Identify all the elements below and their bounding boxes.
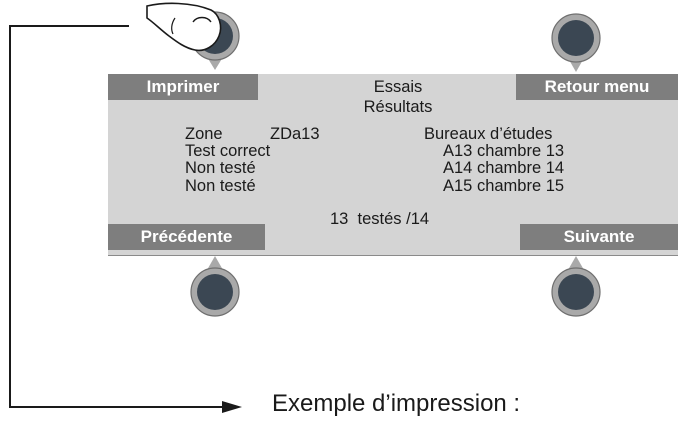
row-2-right: A13 chambre 13 [443,142,565,160]
knob-bottom-left[interactable] [185,256,245,328]
connector-top-line [9,25,129,27]
row-2-label: Test correct [185,142,271,160]
print-example-caption: Exemple d’impression : [272,390,521,417]
pressing-finger-icon [146,2,222,52]
row-1-value: ZDa13 [270,125,320,143]
next-softkey[interactable]: Suivante [520,224,678,250]
row-1-right: Bureaux d’études [424,125,553,143]
row-1-label: Zone [185,125,223,143]
row-4-label: Non testé [185,177,256,195]
back-to-menu-softkey[interactable]: Retour menu [516,74,678,100]
tested-count: 13 testés /14 [330,210,430,228]
row-3-right: A14 chambre 14 [443,159,565,177]
row-4-right: A15 chambre 15 [443,177,565,195]
connector-vertical-line [9,25,11,408]
screen-title: Essais [373,78,423,96]
print-softkey[interactable]: Imprimer [108,74,258,100]
screen-subtitle: Résultats [363,98,433,116]
display-screen: Imprimer Retour menu Essais Résultats Zo… [108,74,678,256]
knob-top-right[interactable] [546,0,606,72]
previous-softkey[interactable]: Précédente [108,224,265,250]
row-3-label: Non testé [185,159,256,177]
knob-bottom-right[interactable] [546,256,606,328]
arrow-right-icon [222,401,242,413]
connector-bottom-line [9,406,227,408]
